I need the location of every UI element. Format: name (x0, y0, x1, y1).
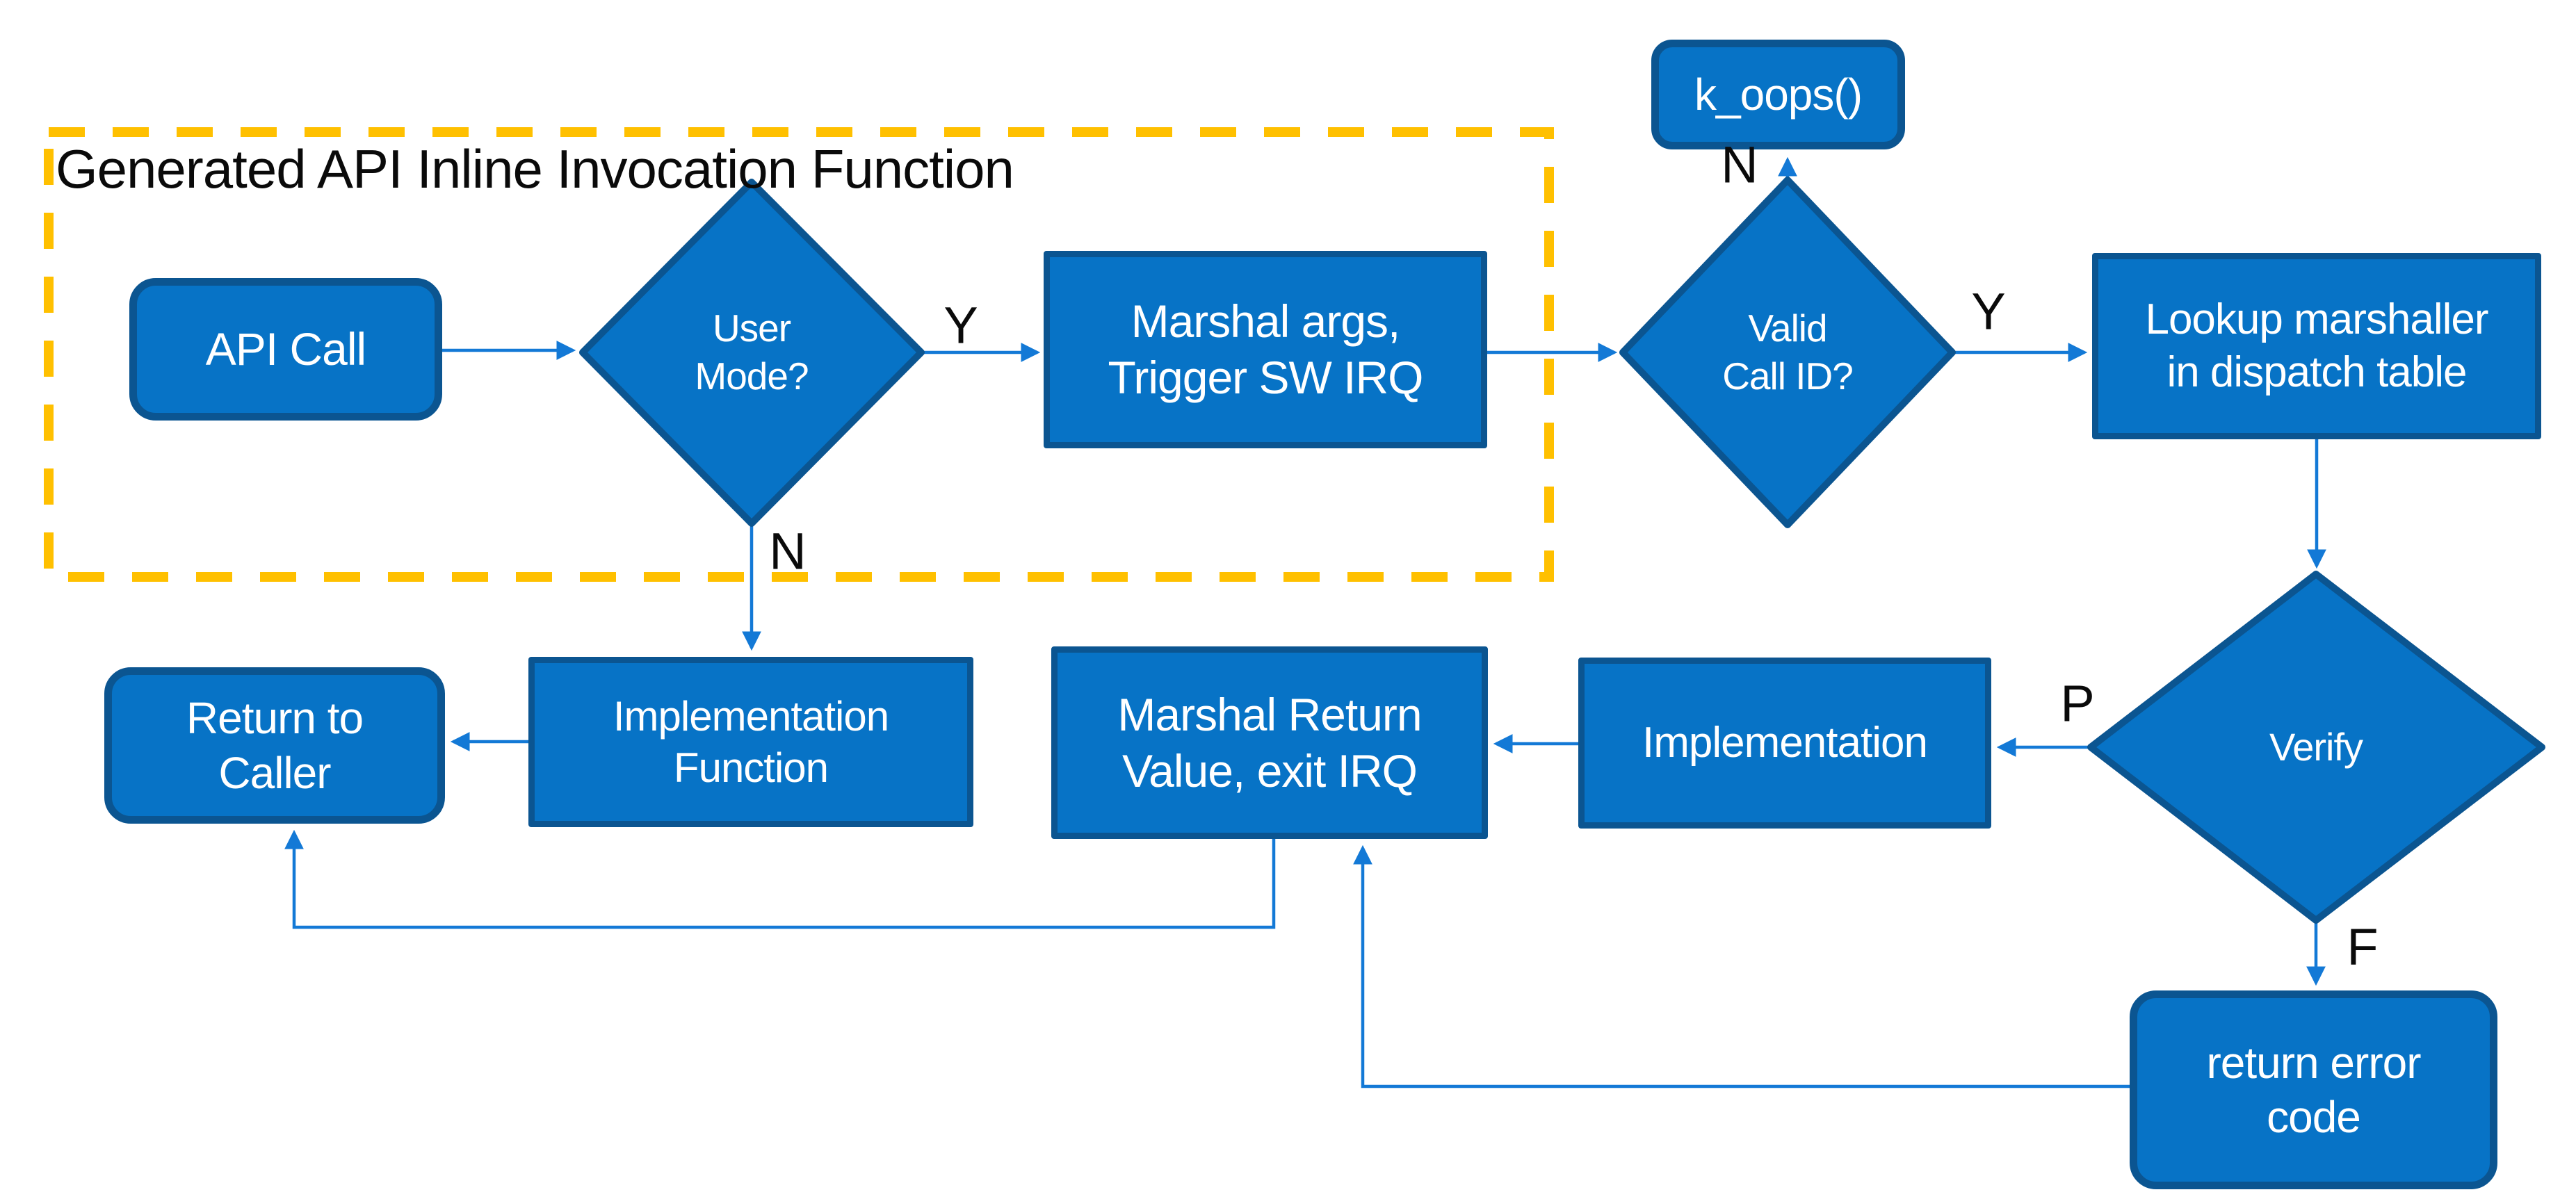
edge-label-user-mode-no: N (769, 522, 807, 580)
user-mode-label: User Mode? (695, 307, 809, 398)
generated-api-dashed-region (44, 127, 1554, 582)
verify-label: Verify (2269, 725, 2363, 769)
lookup-node: Lookup marshaller in dispatch table (2092, 253, 2541, 439)
return-caller-node: Return to Caller (104, 667, 445, 824)
valid-call-id-diamond (1619, 177, 1956, 528)
edge-label-verify-pass: P (2060, 674, 2095, 733)
edge-marshal-return-to-return-caller (284, 829, 1276, 929)
dashed-region-title: Generated API Inline Invocation Function (56, 138, 1014, 199)
marshal-args-node: Marshal args, Trigger SW IRQ (1044, 251, 1487, 448)
edge-label-valid-id-no: N (1721, 136, 1758, 194)
verify-diamond (2087, 571, 2545, 924)
api-call-node: API Call (129, 278, 442, 421)
k-oops-node: k_oops() (1651, 40, 1905, 149)
edge-label-verify-fail: F (2347, 917, 2379, 976)
marshal-return-node: Marshal Return Value, exit IRQ (1051, 646, 1488, 839)
impl-function-node: Implementation Function (528, 657, 973, 827)
valid-call-id-label: Valid Call ID? (1722, 307, 1854, 398)
edge-label-valid-id-yes: Y (1971, 282, 2006, 341)
edge-label-user-mode-yes: Y (943, 296, 978, 354)
implementation-node: Implementation (1578, 658, 1991, 829)
user-mode-diamond (579, 179, 925, 527)
edge-return-error-to-marshal-return (1353, 845, 2130, 1088)
return-error-node: return error code (2130, 990, 2497, 1189)
